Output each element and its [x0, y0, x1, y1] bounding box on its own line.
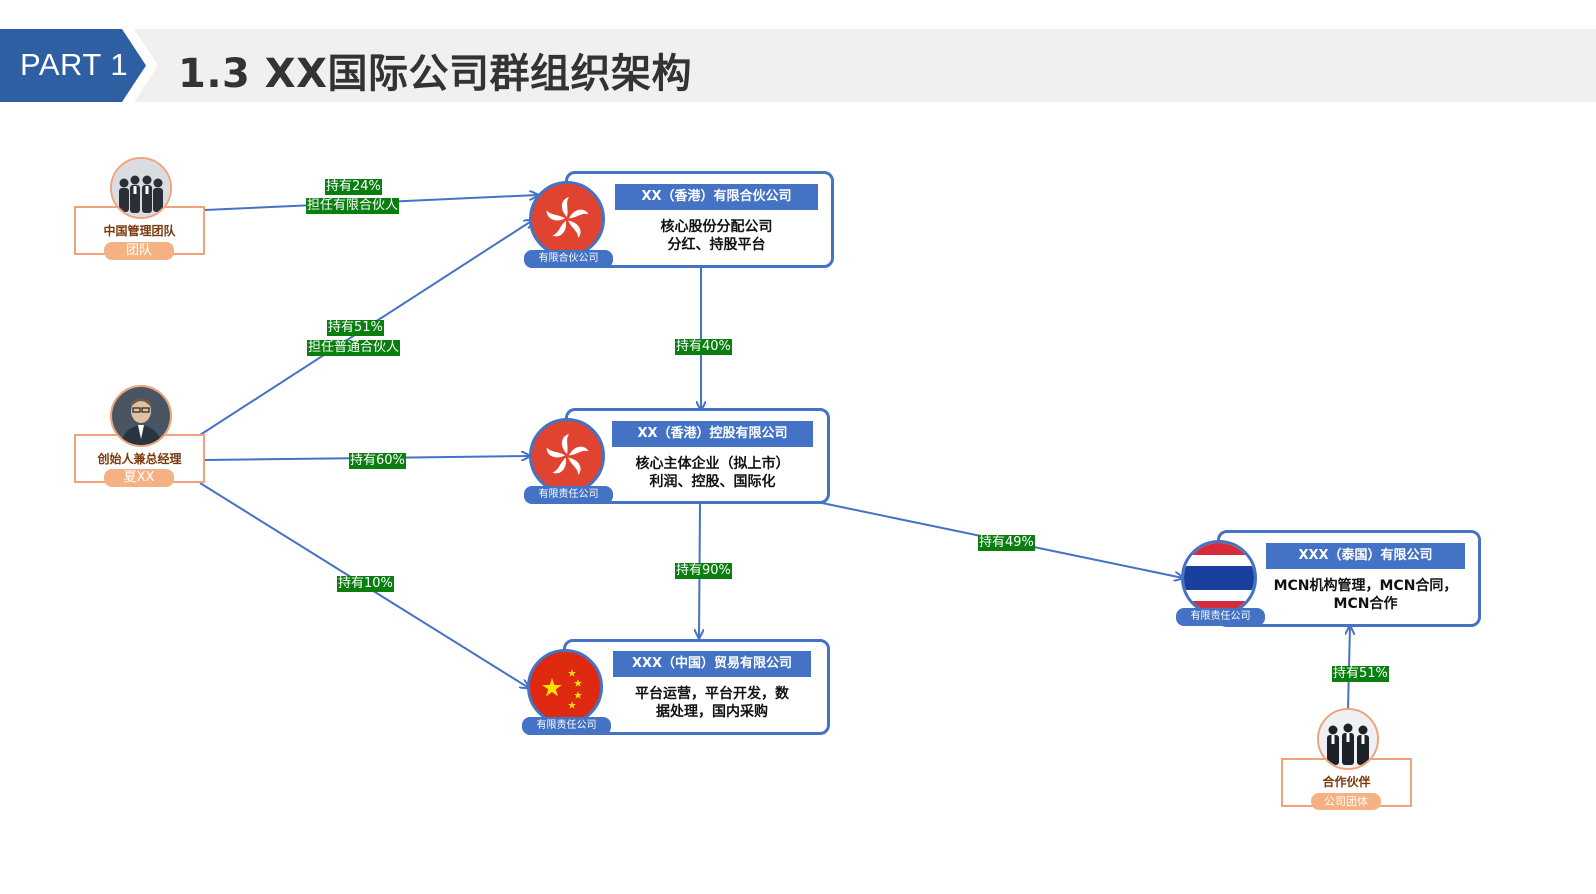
part-tag: [0, 29, 158, 102]
china-flag-icon: [527, 649, 603, 725]
hk-holding-desc-line1: 核心主体企业（拟上市）: [635, 456, 790, 472]
cn-trade-desc: 平台运营，平台开发，数 据处理，国内采购: [613, 685, 811, 721]
founder-avatar: [110, 385, 172, 447]
th-company-type-badge: 有限责任公司: [1176, 608, 1265, 626]
edge-label-founder-cn: 持有10%: [337, 576, 394, 592]
mgmt-team-name: 中国管理团队: [103, 224, 176, 238]
edge-label-founder-role: 担任普通合伙人: [307, 340, 401, 356]
edge-label-partner-th: 持有51%: [1332, 666, 1389, 682]
th-company-desc-line2: MCN合作: [1333, 596, 1398, 612]
page-title: 1.3 XX国际公司群组织架构: [178, 51, 692, 97]
founder-title: 创始人兼总经理: [97, 452, 182, 466]
hk-partnership-desc-line2: 分红、持股平台: [667, 237, 766, 253]
team-photo-icon: [112, 159, 170, 217]
hk-partnership-desc: 核心股份分配公司 分红、持股平台: [615, 218, 818, 254]
partner-avatar: [1317, 708, 1379, 770]
five-star-icon: [542, 669, 582, 709]
hk-holding-name: XX（香港）控股有限公司: [612, 421, 813, 447]
edge-label-hkp-hkh: 持有40%: [675, 339, 732, 355]
thailand-flag-icon: [1181, 540, 1257, 616]
hk-partnership-desc-line1: 核心股份分配公司: [660, 219, 773, 235]
thai-stripes-icon: [1184, 543, 1254, 613]
hk-partnership-name: XX（香港）有限合伙公司: [615, 184, 818, 210]
team-avatar: [110, 157, 172, 219]
partner-tag: 公司团体: [1311, 793, 1381, 810]
partner-photo-icon: [1319, 710, 1377, 768]
hk-holding-desc-line2: 利润、控股、国际化: [649, 474, 776, 490]
hk-partnership-type-badge: 有限合伙公司: [524, 250, 613, 268]
founder-photo-icon: [112, 387, 170, 445]
hk-holding-type-badge: 有限责任公司: [524, 486, 613, 504]
edge-label-hkh-th: 持有49%: [978, 535, 1035, 551]
edge-label-founder-hkh: 持有60%: [349, 453, 406, 469]
edge-label-hkh-cn: 持有90%: [675, 563, 732, 579]
th-company-name: XXX（泰国）有限公司: [1266, 543, 1465, 569]
cn-trade-type-badge: 有限责任公司: [522, 717, 611, 735]
cn-trade-name: XXX（中国）贸易有限公司: [613, 651, 811, 677]
founder-tag: 夏XX: [104, 469, 174, 487]
hk-flag-icon: [529, 181, 605, 257]
part-label: PART 1: [20, 47, 129, 82]
cn-trade-desc-line2: 据处理，国内采购: [656, 704, 768, 720]
th-company-desc: MCN机构管理，MCN合同， MCN合作: [1262, 577, 1469, 613]
hk-holding-desc: 核心主体企业（拟上市） 利润、控股、国际化: [612, 455, 813, 491]
th-company-desc-line1: MCN机构管理，MCN合同，: [1273, 578, 1458, 594]
edge-label-mgmt-share: 持有24%: [325, 179, 382, 195]
cn-trade-desc-line1: 平台运营，平台开发，数: [635, 686, 789, 702]
part-tag-shape: [0, 29, 158, 102]
edge-label-founder-share: 持有51%: [327, 320, 384, 336]
mgmt-team-tag: 团队: [104, 242, 174, 260]
bauhinia-icon: [546, 434, 589, 475]
edge-label-mgmt-role: 担任有限合伙人: [306, 198, 400, 214]
hk-flag-icon: [529, 418, 605, 494]
header-bar: [0, 29, 1596, 102]
partner-name: 合作伙伴: [1322, 775, 1371, 789]
bauhinia-icon: [546, 197, 589, 238]
